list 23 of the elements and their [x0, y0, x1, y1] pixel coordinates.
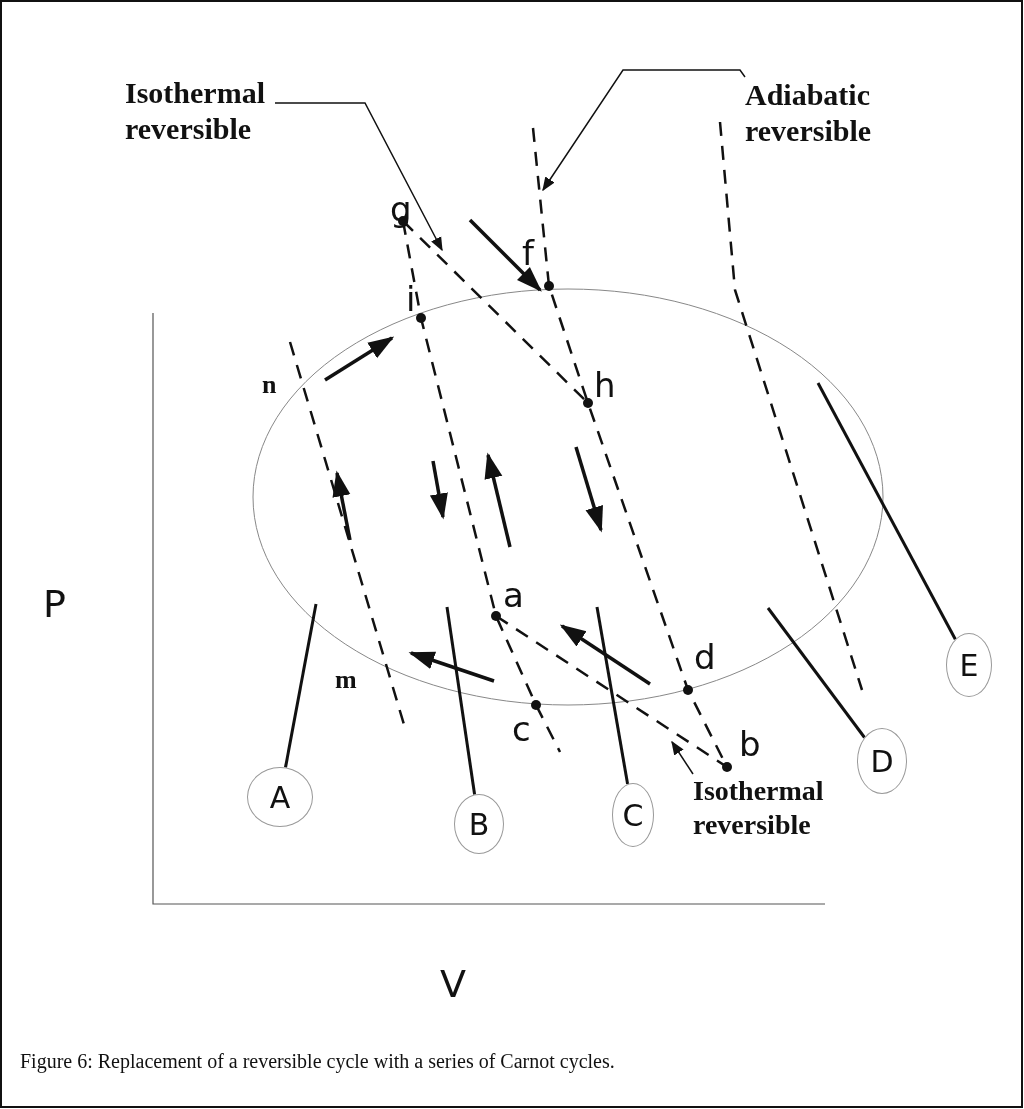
axis-label: P [43, 585, 66, 623]
leader-line [766, 607, 866, 739]
point-label: m [335, 667, 357, 693]
point-label: i [406, 282, 416, 316]
callout-text: Isothermal reversible [693, 774, 853, 842]
point-label: b [739, 727, 761, 761]
point-label: f [522, 236, 534, 270]
leader-line [671, 740, 694, 775]
point-label: h [594, 368, 616, 402]
figure-caption: Figure 6: Replacement of a reversible cycle with a series of Carnot cycles. [20, 1050, 615, 1073]
point-label: c [512, 712, 531, 746]
leader-line [274, 102, 443, 252]
leader-line [284, 603, 318, 768]
point-label: d [694, 640, 716, 674]
callout-text: Adiabatic reversible [745, 77, 915, 149]
point-label: n [262, 372, 277, 398]
callout-text: Isothermal reversible [125, 75, 275, 147]
leader-line [542, 69, 746, 192]
leader-line [595, 606, 630, 785]
leader-line [816, 382, 957, 640]
point-label: a [503, 578, 524, 612]
leader-line [445, 606, 477, 795]
axis-label: V [440, 965, 466, 1003]
